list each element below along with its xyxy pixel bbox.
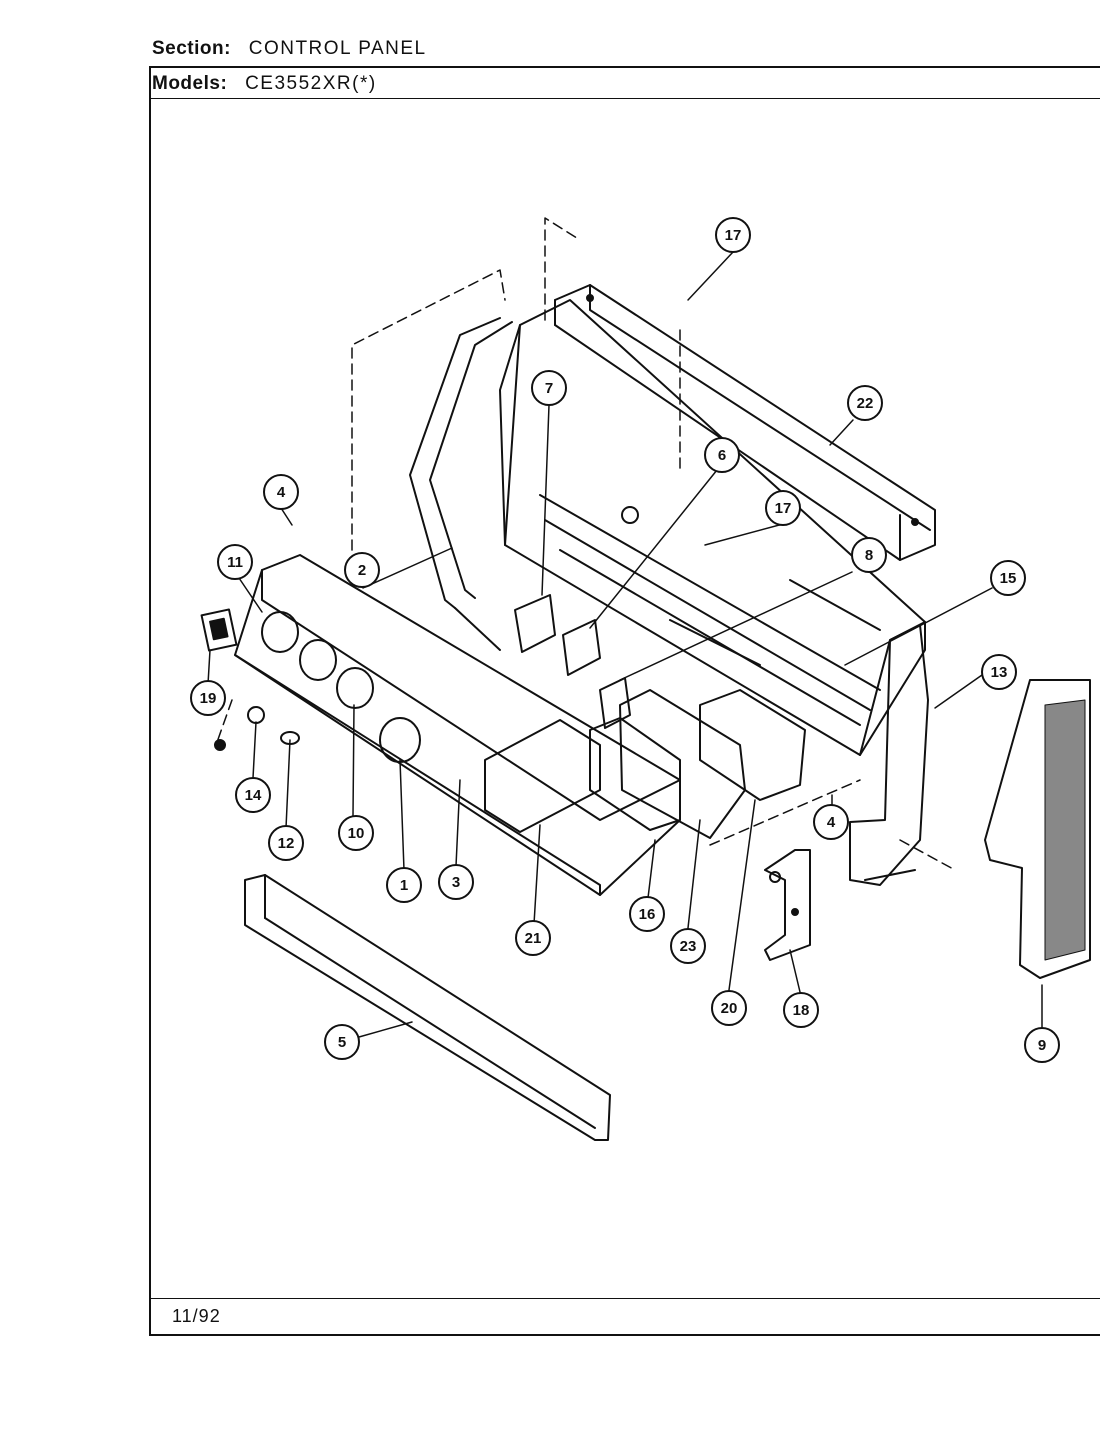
callout-balloon xyxy=(783,992,819,1028)
callout-balloon xyxy=(670,928,706,964)
leader-lines xyxy=(207,251,1043,1038)
header-rule xyxy=(149,98,1100,99)
trim-strip-drawing xyxy=(244,874,611,1141)
clock-assembly xyxy=(589,689,806,839)
callout-balloon xyxy=(324,1024,360,1060)
callout-2-wire: 2 xyxy=(344,552,380,588)
callout-balloon xyxy=(847,385,883,421)
callout-balloon xyxy=(813,804,849,840)
callout-number: 18 xyxy=(793,1002,810,1019)
callout-8-switch: 8 xyxy=(851,537,887,573)
callout-number: 20 xyxy=(721,1000,738,1017)
callout-number: 3 xyxy=(452,874,460,891)
callout-number: 21 xyxy=(525,930,542,947)
revision-date: 11/92 xyxy=(172,1306,221,1326)
callout-3-control-panel: 3 xyxy=(438,864,474,900)
callout-number: 15 xyxy=(1000,570,1017,587)
side-bracket-drawing xyxy=(849,624,929,886)
callout-number: 8 xyxy=(865,547,873,564)
small-bracket-drawing xyxy=(764,849,811,961)
callout-17-screw: 17 xyxy=(715,217,751,253)
callout-10-knob: 10 xyxy=(338,815,374,851)
models-value: CE3552XR(*) xyxy=(245,73,377,94)
callout-number: 16 xyxy=(639,906,656,923)
indicator-lights xyxy=(214,706,300,751)
drawing-frame xyxy=(149,66,1100,1336)
models-heading: Models: CE3552XR(*) xyxy=(152,73,377,95)
callout-balloon xyxy=(715,217,751,253)
callout-balloon xyxy=(981,654,1017,690)
callout-14-light: 14 xyxy=(235,777,271,813)
callout-balloon xyxy=(765,490,801,526)
callout-balloon xyxy=(704,437,740,473)
callout-20-switch: 20 xyxy=(711,990,747,1026)
callout-number: 23 xyxy=(680,938,697,955)
section-label: Section: xyxy=(152,38,231,59)
top-rail xyxy=(554,284,936,561)
callout-number: 13 xyxy=(991,664,1008,681)
callout-number: 2 xyxy=(358,562,366,579)
callout-balloon xyxy=(531,370,567,406)
callout-number: 14 xyxy=(245,787,262,804)
callout-22-rail: 22 xyxy=(847,385,883,421)
callout-balloon xyxy=(1024,1027,1060,1063)
section-value: CONTROL PANEL xyxy=(248,38,427,59)
callout-number: 7 xyxy=(545,380,553,397)
callout-number: 19 xyxy=(200,690,217,707)
callout-13-side-bracket: 13 xyxy=(981,654,1017,690)
callout-16-clock: 16 xyxy=(629,896,665,932)
callout-balloon xyxy=(386,867,422,903)
callout-balloon xyxy=(629,896,665,932)
callout-15-backguard: 15 xyxy=(990,560,1026,596)
callout-18-bracket: 18 xyxy=(783,992,819,1028)
end-cap-drawing xyxy=(984,679,1091,979)
callout-balloon xyxy=(235,777,271,813)
callout-1-knob: 1 xyxy=(386,867,422,903)
callout-number: 10 xyxy=(348,825,365,842)
wiring-harness xyxy=(409,317,513,651)
callout-12-light: 12 xyxy=(268,825,304,861)
callout-balloon xyxy=(515,920,551,956)
switch-blocks xyxy=(514,594,631,729)
callout-balloon xyxy=(190,680,226,716)
callout-21-button: 21 xyxy=(515,920,551,956)
section-heading: Section: CONTROL PANEL xyxy=(152,38,427,60)
callout-balloon xyxy=(851,537,887,573)
callout-4-screw: 4 xyxy=(813,804,849,840)
callout-11-knob: 11 xyxy=(217,544,253,580)
callout-17-screw: 17 xyxy=(765,490,801,526)
callout-number: 4 xyxy=(827,814,836,831)
callout-balloon xyxy=(268,825,304,861)
footer-rule xyxy=(149,1298,1100,1299)
callout-balloon xyxy=(217,544,253,580)
callout-balloon xyxy=(344,552,380,588)
callout-balloon xyxy=(263,474,299,510)
callout-balloon xyxy=(338,815,374,851)
rocker-switch-drawing xyxy=(200,608,238,652)
models-label: Models: xyxy=(152,73,228,94)
callout-7-switch: 7 xyxy=(531,370,567,406)
callout-9-end-cap: 9 xyxy=(1024,1027,1060,1063)
callout-balloon xyxy=(990,560,1026,596)
callout-number: 17 xyxy=(725,227,742,244)
callout-number: 4 xyxy=(277,484,286,501)
callout-4-screw: 4 xyxy=(263,474,299,510)
callout-number: 22 xyxy=(857,395,874,412)
callout-23-clock-bracket: 23 xyxy=(670,928,706,964)
callout-6-switch: 6 xyxy=(704,437,740,473)
callout-number: 1 xyxy=(400,877,408,894)
callout-number: 17 xyxy=(775,500,792,517)
callout-number: 6 xyxy=(718,447,726,464)
callout-number: 11 xyxy=(227,554,243,571)
callout-number: 5 xyxy=(338,1034,346,1051)
callout-5-trim-strip: 5 xyxy=(324,1024,360,1060)
callout-balloon xyxy=(438,864,474,900)
callout-number: 12 xyxy=(278,835,295,852)
callout-balloon xyxy=(711,990,747,1026)
callout-number: 9 xyxy=(1038,1037,1046,1054)
callout-19-rocker-switch: 19 xyxy=(190,680,226,716)
backguard-frame xyxy=(499,299,926,756)
